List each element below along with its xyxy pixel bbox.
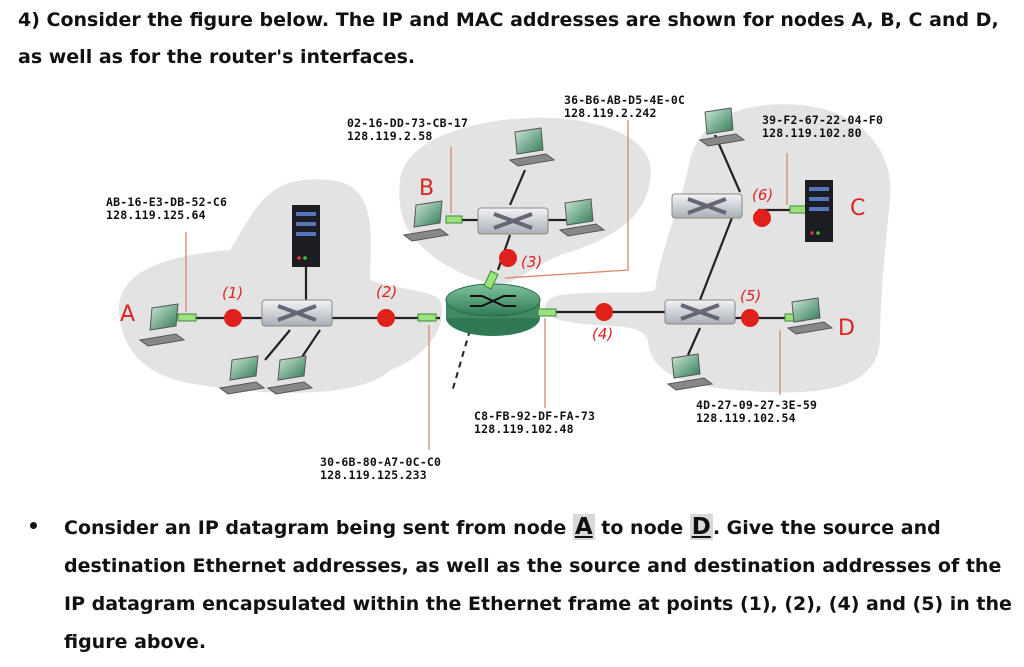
point-6 xyxy=(753,209,771,227)
addr-node-b: 02-16-DD-73-CB-17 128.119.2.58 xyxy=(347,117,468,143)
switch-left xyxy=(261,299,333,327)
ip-router-left: 128.119.125.233 xyxy=(320,468,427,482)
point-5 xyxy=(741,309,759,327)
switch-right-bottom xyxy=(664,299,736,325)
addr-node-c: 39-F2-67-22-04-F0 128.119.102.80 xyxy=(762,114,883,140)
switch-right-top xyxy=(671,193,743,219)
addr-node-a: AB-16-E3-DB-52-C6 128.119.125.64 xyxy=(106,196,227,222)
task-mid: to node xyxy=(594,517,690,539)
network-diagram xyxy=(118,104,891,450)
point-4 xyxy=(595,303,613,321)
task-pre: Consider an IP datagram being sent from … xyxy=(64,517,573,539)
mac-c: 39-F2-67-22-04-F0 xyxy=(762,113,884,127)
pc-icons xyxy=(138,107,834,395)
mac-b: 02-16-DD-73-CB-17 xyxy=(347,116,469,130)
bullet-icon xyxy=(30,522,37,529)
addr-router-left: 30-6B-80-A7-0C-C0 128.119.125.233 xyxy=(320,456,441,482)
point-2 xyxy=(377,309,395,327)
question-header: 4) Consider the figure below. The IP and… xyxy=(18,9,999,68)
node-label-b: B xyxy=(419,176,435,201)
switch-middle xyxy=(477,207,549,235)
point-label-3: (3) xyxy=(521,253,543,271)
mac-router-top: 36-B6-AB-D5-4E-0C xyxy=(564,93,686,107)
mac-router-left: 30-6B-80-A7-0C-C0 xyxy=(320,455,442,469)
point-3 xyxy=(499,249,517,267)
point-label-5: (5) xyxy=(740,287,762,305)
ip-router-right: 128.119.102.48 xyxy=(474,422,574,436)
mac-d: 4D-27-09-27-3E-59 xyxy=(696,398,818,412)
mac-router-right: C8-FB-92-DF-FA-73 xyxy=(474,409,596,423)
point-label-2: (2) xyxy=(376,283,398,301)
point-label-4: (4) xyxy=(592,325,614,343)
highlight-node-d: D xyxy=(689,514,713,540)
node-label-c: C xyxy=(850,196,866,221)
server-left xyxy=(292,205,320,267)
node-label-a: A xyxy=(120,302,136,327)
point-1 xyxy=(224,309,242,327)
subnet-middle xyxy=(399,117,651,285)
ip-router-top: 128.119.2.242 xyxy=(564,106,657,120)
ip-b: 128.119.2.58 xyxy=(347,129,433,143)
task-text: Consider an IP datagram being sent from … xyxy=(64,508,1014,661)
highlight-node-a: A xyxy=(572,514,595,540)
ip-d: 128.119.102.54 xyxy=(696,411,796,425)
point-label-6: (6) xyxy=(752,186,774,204)
node-label-d: D xyxy=(838,316,855,341)
addr-router-top: 36-B6-AB-D5-4E-0C 128.119.2.242 xyxy=(564,94,685,120)
mac-a: AB-16-E3-DB-52-C6 xyxy=(106,195,228,209)
subnet-left xyxy=(118,179,442,393)
router xyxy=(445,283,541,336)
task-post: . Give the source and destination Ethern… xyxy=(64,517,1012,653)
ip-c: 128.119.102.80 xyxy=(762,126,862,140)
server-c xyxy=(805,180,833,242)
addr-router-right: C8-FB-92-DF-FA-73 128.119.102.48 xyxy=(474,410,595,436)
point-label-1: (1) xyxy=(222,284,244,302)
ip-a: 128.119.125.64 xyxy=(106,208,206,222)
addr-node-d: 4D-27-09-27-3E-59 128.119.102.54 xyxy=(696,399,817,425)
